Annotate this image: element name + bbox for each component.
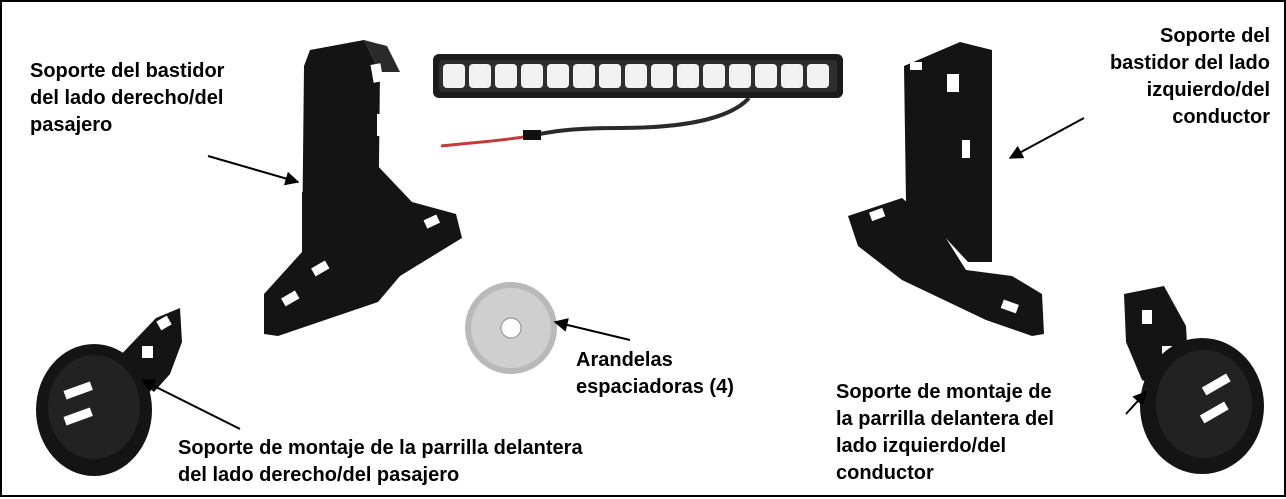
- label-line: del lado derecho/del: [30, 87, 224, 109]
- wire-connector: [523, 130, 541, 140]
- label-right-grille-bracket: Soporte de montaje de la parrilla delant…: [178, 435, 583, 489]
- label-line: Soporte del bastidor: [30, 60, 225, 82]
- power-wire-red: [440, 134, 530, 148]
- arrow-right-grille-bracket: [140, 379, 241, 430]
- label-line: izquierdo/del: [1146, 79, 1270, 101]
- spacer-washer: [465, 282, 557, 374]
- left-grille-bracket: [1124, 286, 1264, 474]
- label-line: Soporte del: [1159, 25, 1270, 47]
- label-right-frame-bracket: Soporte del bastidor del lado derecho/de…: [30, 58, 224, 139]
- arrow-spacer-washers: [553, 318, 631, 341]
- right-frame-bracket: [264, 40, 462, 336]
- label-line: bastidor del lado: [1109, 52, 1270, 74]
- arrow-left-grille-bracket: [1125, 390, 1147, 415]
- right-grille-bracket: [36, 308, 182, 476]
- arrow-right-frame-bracket: [207, 155, 300, 186]
- label-line: Soporte de montaje de la parrilla delant…: [178, 437, 583, 459]
- led-light-bar-photo: [429, 40, 847, 152]
- power-wire: [528, 96, 751, 138]
- led-row: [443, 64, 829, 88]
- label-line: espaciadoras (4): [576, 376, 734, 398]
- label-left-grille-bracket: Soporte de montaje de la parrilla delant…: [836, 379, 1054, 487]
- label-spacer-washers: Arandelas espaciadoras (4): [576, 347, 734, 401]
- label-line: la parrilla delantera del: [836, 408, 1054, 430]
- label-line: conductor: [1172, 106, 1270, 128]
- arrow-left-frame-bracket: [1008, 117, 1085, 159]
- label-line: conductor: [836, 462, 934, 484]
- label-left-frame-bracket: Soporte del bastidor del lado izquierdo/…: [1110, 23, 1270, 131]
- label-line: del lado derecho/del pasajero: [178, 464, 460, 486]
- label-line: Arandelas: [576, 349, 673, 371]
- left-frame-bracket: [848, 42, 1044, 336]
- label-line: Soporte de montaje de: [836, 381, 1052, 403]
- label-line: pasajero: [30, 114, 113, 136]
- label-line: lado izquierdo/del: [836, 435, 1007, 457]
